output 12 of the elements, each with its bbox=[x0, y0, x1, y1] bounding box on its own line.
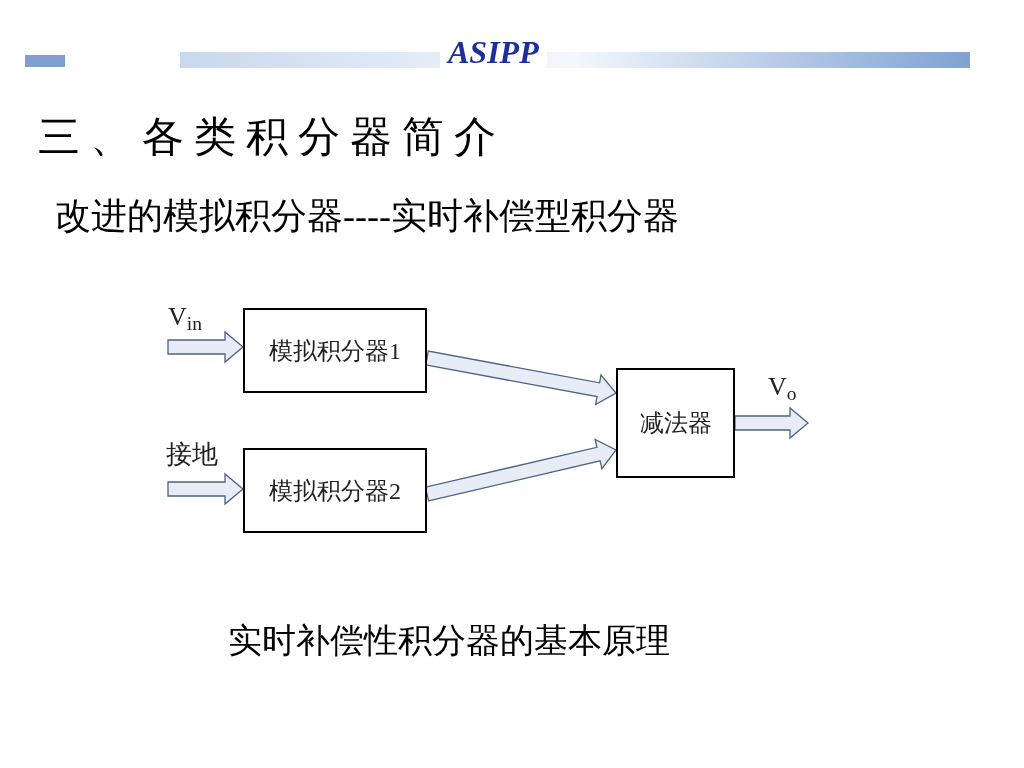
signal-label: 接地 bbox=[166, 442, 218, 468]
process-box: 模拟积分器1 bbox=[243, 308, 427, 393]
block-arrow bbox=[167, 472, 244, 506]
subtitle: 改进的模拟积分器----实时补偿型积分器 bbox=[55, 198, 679, 234]
process-box: 减法器 bbox=[616, 368, 735, 478]
process-box: 模拟积分器2 bbox=[243, 448, 427, 533]
slide-title: 三、各类积分器简介 bbox=[38, 116, 506, 158]
block-arrow bbox=[734, 406, 809, 440]
caption: 实时补偿性积分器的基本原理 bbox=[228, 624, 670, 658]
block-arrow bbox=[424, 438, 617, 502]
block-arrow bbox=[167, 330, 244, 364]
block-arrow bbox=[424, 350, 617, 406]
